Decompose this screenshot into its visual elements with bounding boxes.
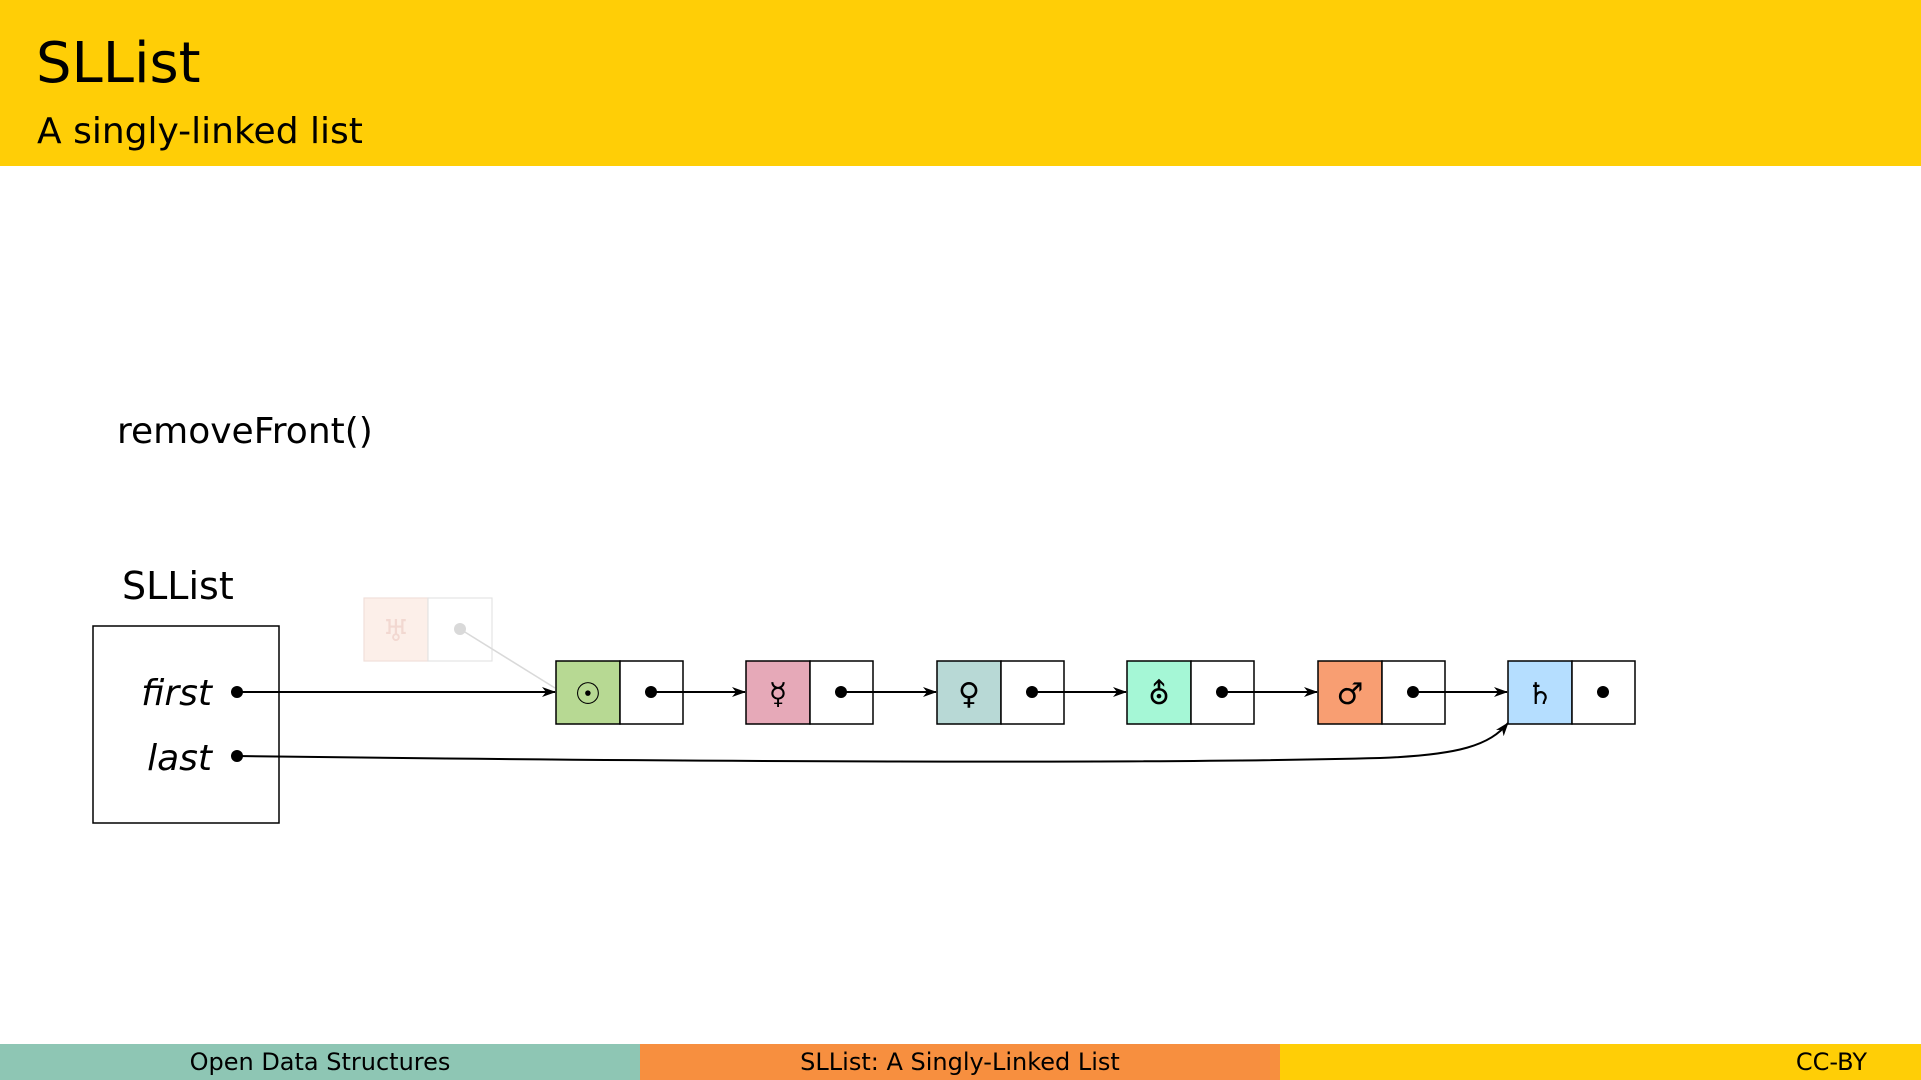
footer-license: CC-BY (1280, 1044, 1921, 1080)
license-label: CC-BY (1795, 1048, 1867, 1076)
list-node: ☿ (745, 660, 874, 725)
node-data-cell (1317, 660, 1383, 725)
removed-next-pointer (459, 628, 556, 689)
node-data-cell (555, 660, 621, 725)
sun-icon: ☉ (575, 677, 602, 712)
sllist-label: SLList (122, 564, 234, 608)
slide-header: SLList A singly-linked list (0, 0, 1921, 166)
sllist-box (92, 625, 280, 824)
uranus-icon: ♅ (383, 614, 410, 649)
earth-icon: ⛢ (1148, 677, 1170, 712)
operation-label: removeFront() (117, 411, 373, 452)
null-pointer-dot (1597, 686, 1609, 698)
last-field-label: last (147, 738, 214, 779)
mercury-icon: ☿ (769, 677, 787, 712)
mars-icon: ♂ (1337, 677, 1364, 712)
footer-course-title: Open Data Structures (0, 1044, 640, 1080)
slide-footer: Open Data Structures SLList: A Singly-Li… (0, 1044, 1921, 1080)
saturn-icon: ♄ (1527, 677, 1554, 712)
last-pointer-arrow (236, 722, 1509, 763)
list-node: ♄ (1507, 660, 1636, 725)
slide-subtitle: A singly-linked list (37, 111, 363, 152)
node-data-cell (936, 660, 1002, 725)
first-field-label: first (141, 673, 214, 714)
footer-section-title: SLList: A Singly-Linked List (640, 1044, 1280, 1080)
venus-icon: ♀ (958, 677, 980, 712)
slide-title: SLList (36, 31, 201, 96)
node-data-cell (745, 660, 811, 725)
node-data-cell (1126, 660, 1192, 725)
node-data-cell (1507, 660, 1573, 725)
list-node: ♀ (936, 660, 1065, 725)
removed-node: ♅ (363, 597, 556, 689)
